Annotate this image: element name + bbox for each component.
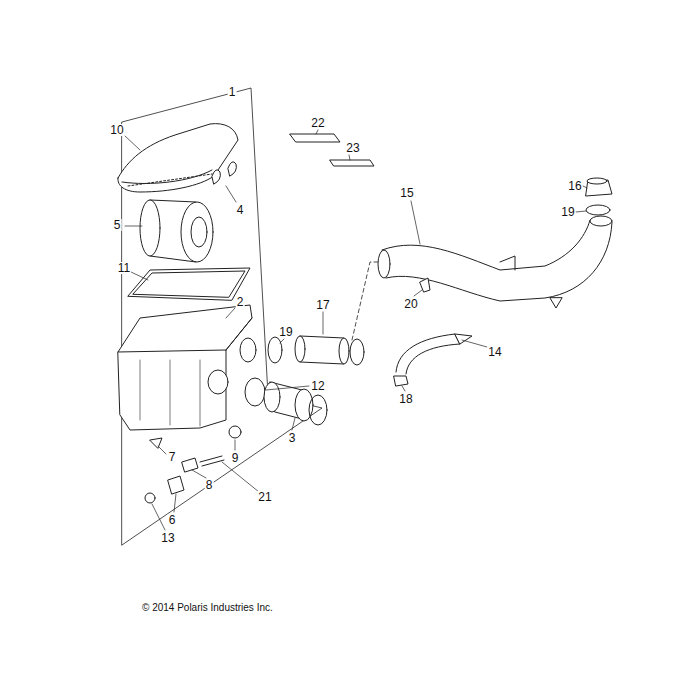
- copyright-note: © 2014 Polaris Industries Inc.: [141, 603, 274, 613]
- callout-number: 22: [310, 117, 325, 129]
- callout-number: 12: [310, 380, 325, 392]
- callout-number: 8: [205, 479, 214, 491]
- filter-hole: [191, 217, 207, 247]
- duct-end: [378, 250, 390, 278]
- callout-number: 21: [257, 491, 272, 503]
- callout-number: 23: [345, 142, 360, 154]
- filter-face: [181, 202, 213, 262]
- tube-end: [295, 336, 305, 362]
- duct-top: [590, 216, 612, 226]
- duct-foot: [550, 298, 562, 308]
- clips: [212, 162, 236, 184]
- base-rim: [118, 318, 252, 352]
- callout-number: 9: [231, 452, 240, 464]
- cap-top: [587, 178, 607, 184]
- callout-number: 7: [168, 451, 177, 463]
- duct-bracket: [500, 256, 515, 270]
- callout-number: 20: [403, 298, 418, 310]
- callout-number: 2: [236, 296, 245, 308]
- lid-ribs: [128, 174, 212, 186]
- boot-clamp: [309, 395, 327, 425]
- lid-rim: [122, 170, 212, 184]
- callout-number: 11: [117, 262, 131, 274]
- callout-number: 1: [228, 86, 237, 98]
- tube-end: [339, 338, 349, 364]
- callout-number: 6: [168, 514, 177, 526]
- grommet: [182, 458, 198, 472]
- callout-number: 17: [315, 299, 330, 311]
- callout-number: 3: [288, 432, 297, 444]
- hose-clamp: [268, 337, 282, 363]
- boot-end: [264, 382, 280, 412]
- callout-number: 19: [278, 326, 293, 338]
- tube: [300, 336, 344, 364]
- nut: [394, 376, 408, 386]
- drain-cap: [150, 438, 162, 448]
- callout-number: 5: [113, 219, 122, 231]
- callout-number: 18: [398, 393, 413, 405]
- base-port: [208, 370, 228, 394]
- decal: [290, 134, 340, 142]
- callout-number: 4: [236, 204, 245, 216]
- callout-number: 13: [160, 532, 175, 544]
- callout-number: 14: [487, 346, 502, 358]
- boot-end: [295, 389, 313, 421]
- vent-hose: [396, 334, 460, 374]
- callout-number: 15: [399, 187, 414, 199]
- airbox-base: [118, 305, 252, 430]
- base-outlet: [240, 338, 256, 362]
- bushing: [168, 476, 184, 494]
- gasket: [128, 268, 250, 300]
- base-ribs: [140, 360, 200, 426]
- leader-lines: [125, 130, 587, 530]
- plug: [229, 426, 241, 438]
- gasket-inner: [133, 271, 245, 297]
- nut: [145, 493, 155, 503]
- callout-number: 19: [560, 206, 575, 218]
- airbox-lid: [118, 124, 238, 192]
- decal: [330, 160, 374, 166]
- screw: [420, 278, 430, 292]
- filter-end: [140, 200, 160, 256]
- bolt: [200, 456, 224, 466]
- callout-number: 10: [109, 124, 124, 136]
- intake-duct: [382, 220, 612, 301]
- clamp-ring: [245, 378, 265, 406]
- hose-tip: [455, 334, 472, 344]
- hose-clamp: [350, 339, 364, 365]
- callout-number: 16: [567, 180, 582, 192]
- hose-clamp: [586, 205, 610, 215]
